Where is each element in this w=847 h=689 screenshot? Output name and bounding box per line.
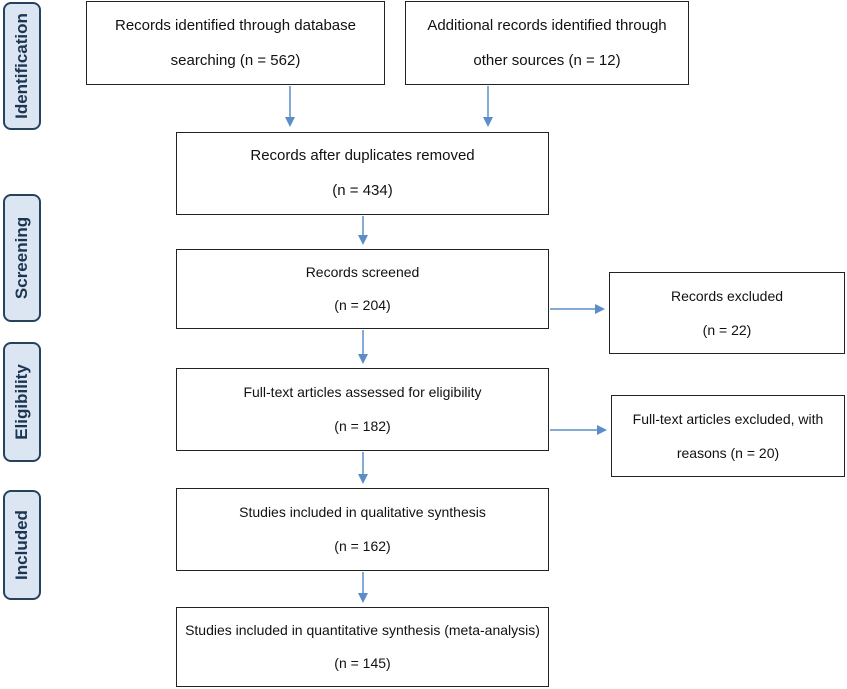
stage-included: Included <box>3 490 41 600</box>
box-qualitative-line2: (n = 162) <box>334 538 391 555</box>
box-fulltext-excluded: Full-text articles excluded, with reason… <box>611 395 845 477</box>
box-fulltext-assessed-line2: (n = 182) <box>334 418 391 435</box>
box-fulltext-excluded-line2: reasons (n = 20) <box>676 444 780 461</box>
box-qualitative-line1: Studies included in qualitative synthesi… <box>239 503 486 520</box>
box-other-sources-line2: other sources (n = 12) <box>473 51 621 69</box>
box-records-excluded: Records excluded (n = 22) <box>609 272 845 354</box>
box-fulltext-excluded-line1: Full-text articles excluded, with <box>632 410 824 427</box>
box-database-line2: searching (n = 562) <box>170 51 301 69</box>
box-duplicates-removed: Records after duplicates removed (n = 43… <box>176 132 549 215</box>
box-fulltext-assessed: Full-text articles assessed for eligibil… <box>176 368 549 451</box>
box-records-screened: Records screened (n = 204) <box>176 249 549 329</box>
stage-screening: Screening <box>3 194 41 322</box>
box-other-sources: Additional records identified through ot… <box>405 1 689 85</box>
stage-identification: Identification <box>3 2 41 130</box>
box-fulltext-assessed-line1: Full-text articles assessed for eligibil… <box>243 383 482 400</box>
box-other-sources-line1: Additional records identified through <box>427 16 667 34</box>
box-quantitative-line1: Studies included in quantitative synthes… <box>185 622 540 639</box>
box-excluded-line2: (n = 22) <box>702 321 752 338</box>
box-database-records: Records identified through database sear… <box>86 1 385 85</box>
box-duplicates-line1: Records after duplicates removed <box>250 147 475 165</box>
box-duplicates-line2: (n = 434) <box>332 181 393 199</box>
box-excluded-line1: Records excluded <box>670 287 784 304</box>
box-quantitative-synthesis: Studies included in quantitative synthes… <box>176 607 549 687</box>
stage-eligibility: Eligibility <box>3 342 41 462</box>
box-qualitative-synthesis: Studies included in qualitative synthesi… <box>176 488 549 571</box>
box-screened-line2: (n = 204) <box>334 297 391 314</box>
box-database-line1: Records identified through database <box>115 16 356 34</box>
box-quantitative-line2: (n = 145) <box>334 655 391 672</box>
box-screened-line1: Records screened <box>305 264 420 281</box>
